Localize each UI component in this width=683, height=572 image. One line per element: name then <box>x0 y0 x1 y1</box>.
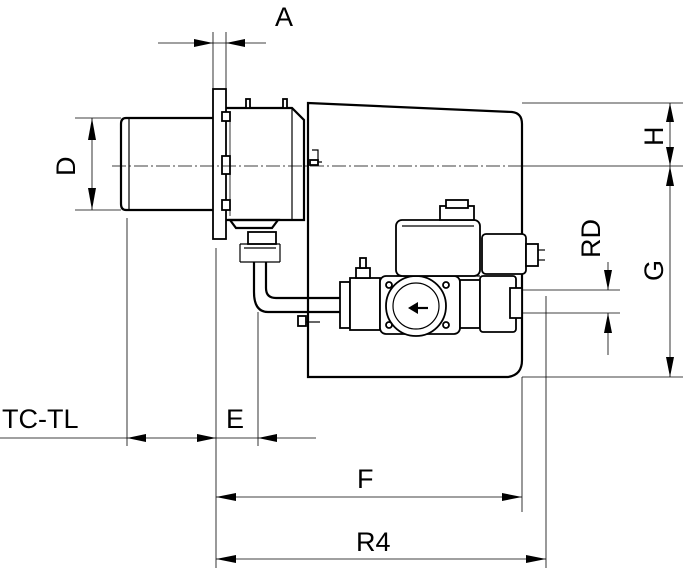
dimension-f <box>216 493 522 501</box>
fuel-pipe <box>239 231 340 327</box>
dimension-d <box>88 118 96 210</box>
dimension-tc-tl-label: TC-TL <box>2 404 79 434</box>
extension-lines <box>75 32 683 568</box>
gas-valve-train <box>339 199 545 337</box>
dimension-rd <box>604 262 612 355</box>
dimension-g-label: G <box>639 260 669 281</box>
blast-tube <box>119 116 213 212</box>
dimension-r4-label: R4 <box>356 527 391 557</box>
dimension-rd-label: RD <box>576 219 606 258</box>
burner-drawing <box>112 88 545 379</box>
dimension-e <box>216 434 316 442</box>
dimension-h-label: H <box>639 127 669 147</box>
burner-housing <box>306 101 524 379</box>
dimension-f-label: F <box>357 464 374 494</box>
dimension-a-label: A <box>275 2 293 32</box>
dimension-g <box>666 166 674 377</box>
dimension-e-label: E <box>226 404 244 434</box>
fan-housing <box>221 98 306 230</box>
dimension-tc-tl <box>0 434 216 442</box>
dimension-r4 <box>216 555 546 563</box>
dimension-d-label: D <box>51 157 81 177</box>
dimension-a <box>158 39 266 47</box>
dimension-h <box>666 103 674 166</box>
